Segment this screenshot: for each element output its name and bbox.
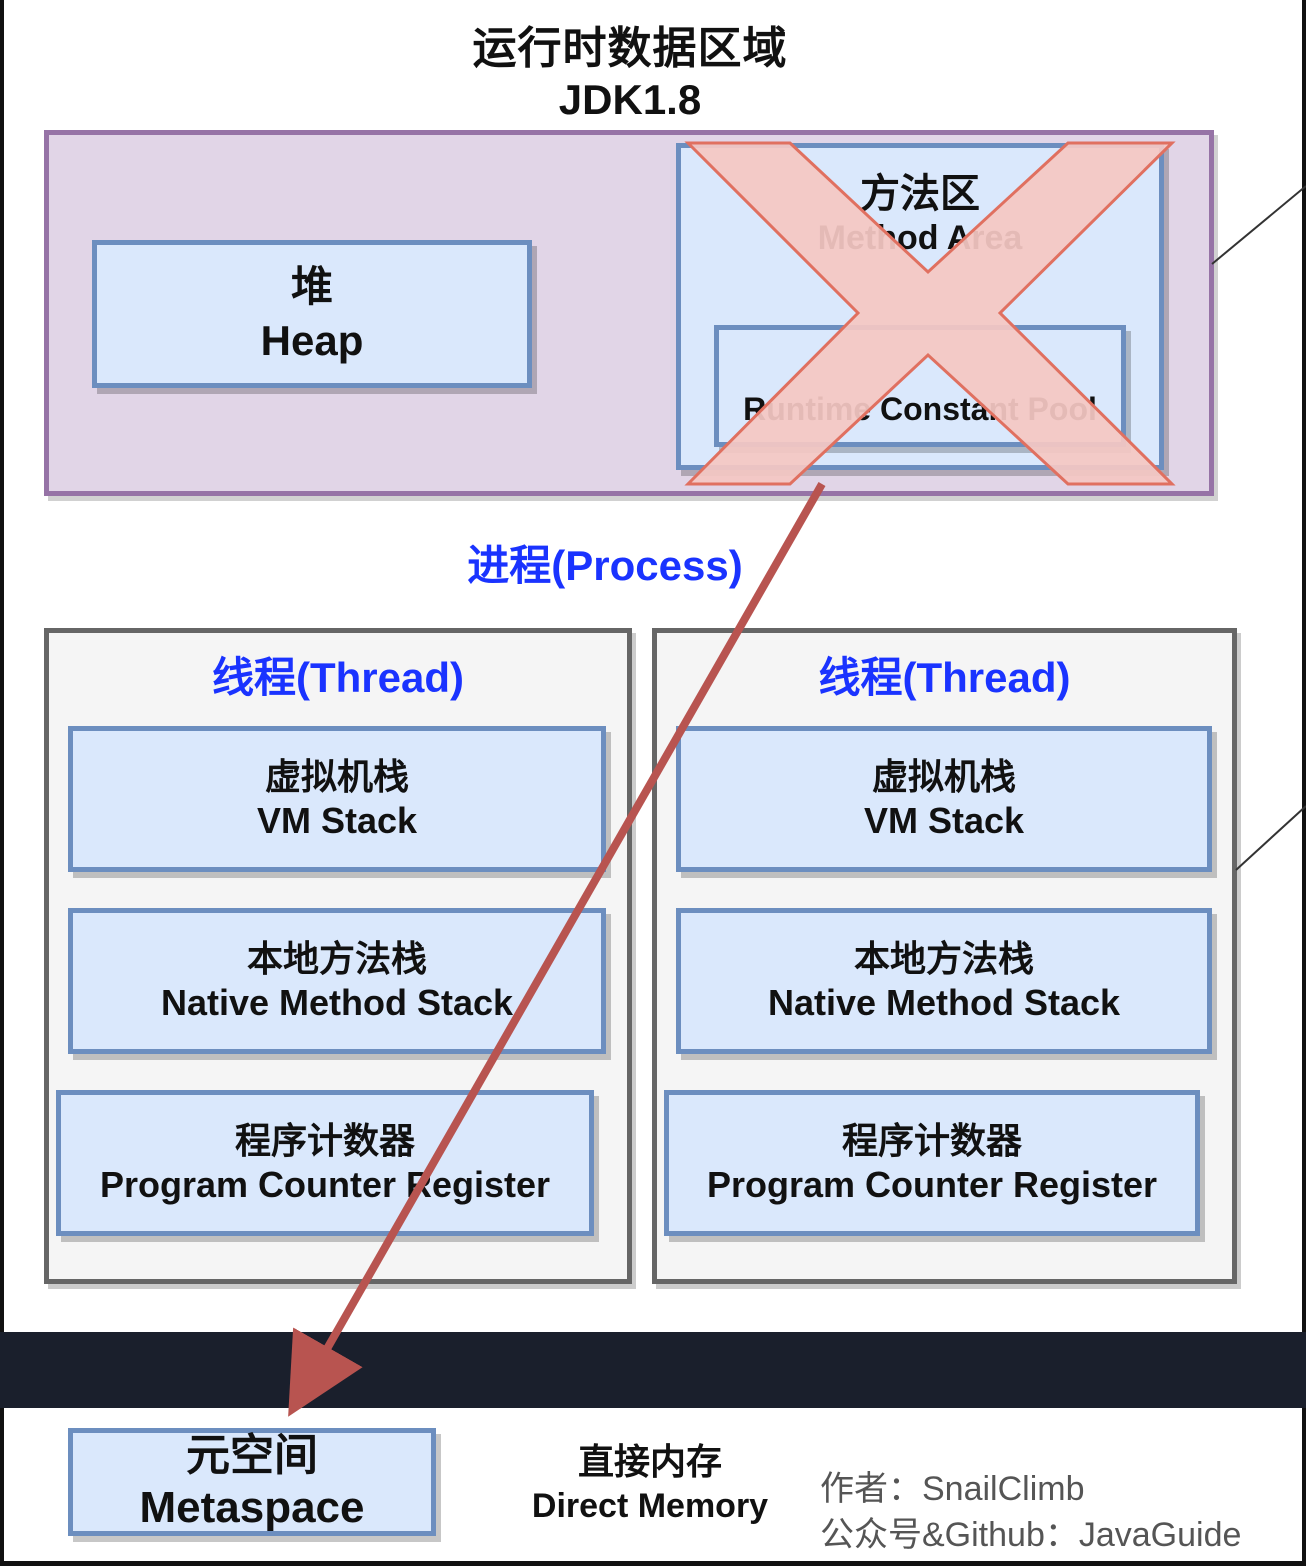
native-stack-label-en: Native Method Stack <box>160 982 514 1023</box>
pc-register-label-en: Program Counter Register <box>706 1164 1158 1205</box>
metaspace-box: 元空间 Metaspace <box>68 1428 436 1536</box>
connector-line <box>1235 805 1306 871</box>
direct-memory-label-en: Direct Memory <box>531 1487 769 1525</box>
thread-title: 线程(Thread) <box>211 654 464 701</box>
heap-box: 堆 Heap <box>92 240 532 388</box>
diagram-subtitle: JDK1.8 <box>558 76 702 123</box>
frame-bottom-edge <box>0 1561 1306 1566</box>
direct-memory-label-zh: 直接内存 <box>577 1441 722 1482</box>
pc-register-box: 程序计数器 Program Counter Register <box>664 1090 1200 1236</box>
migration-arrow <box>288 482 826 1417</box>
native-method-stack-box: 本地方法栈 Native Method Stack <box>676 908 1212 1054</box>
removed-cross-icon <box>684 141 1176 486</box>
metaspace-label-zh: 元空间 <box>186 1431 318 1480</box>
credits: 作者：SnailClimb 公众号&Github：JavaGuide <box>820 1466 1241 1558</box>
metaspace-label-en: Metaspace <box>139 1483 365 1532</box>
vm-stack-label-en: VM Stack <box>256 800 418 841</box>
pc-register-label-zh: 程序计数器 <box>841 1120 1022 1161</box>
process-label: 进程(Process) <box>467 542 743 589</box>
native-stack-label-zh: 本地方法栈 <box>853 938 1034 979</box>
native-method-stack-box: 本地方法栈 Native Method Stack <box>68 908 606 1054</box>
native-stack-label-zh: 本地方法栈 <box>246 938 427 979</box>
thread-title: 线程(Thread) <box>818 654 1071 701</box>
vm-stack-label-zh: 虚拟机栈 <box>871 756 1016 797</box>
direct-memory-label: 直接内存 Direct Memory <box>500 1440 800 1528</box>
diagram-title: 运行时数据区域 <box>472 24 788 73</box>
pc-register-box: 程序计数器 Program Counter Register <box>56 1090 594 1236</box>
connector-line <box>1211 185 1306 265</box>
vm-stack-box: 虚拟机栈 VM Stack <box>676 726 1212 872</box>
pc-register-label-zh: 程序计数器 <box>234 1120 415 1161</box>
heap-label-en: Heap <box>260 317 364 364</box>
frame-right-edge <box>1302 0 1306 1566</box>
vm-stack-label-en: VM Stack <box>863 800 1025 841</box>
author-credit: 作者：SnailClimb <box>820 1470 1085 1508</box>
native-stack-label-en: Native Method Stack <box>767 982 1121 1023</box>
account-credit: 公众号&Github：JavaGuide <box>820 1516 1242 1554</box>
vm-stack-label-zh: 虚拟机栈 <box>264 756 409 797</box>
frame-left-edge <box>0 0 4 1566</box>
heap-label-zh: 堆 <box>290 263 333 310</box>
memory-divider-bar <box>0 1332 1306 1408</box>
pc-register-label-en: Program Counter Register <box>99 1164 551 1205</box>
vm-stack-box: 虚拟机栈 VM Stack <box>68 726 606 872</box>
method-area-label-zh: 方法区 <box>860 172 980 216</box>
